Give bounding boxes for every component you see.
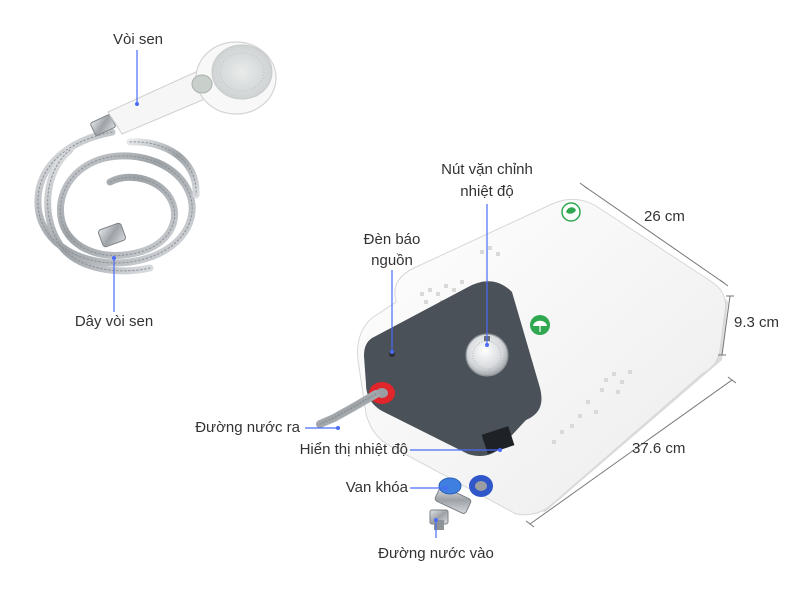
label-temp-knob-line1: Nút vặn chỉnh	[441, 161, 533, 178]
safety-umbrella-icon	[530, 315, 550, 335]
label-shower-hose: Dây vòi sen	[74, 313, 154, 330]
label-power-light-line2: nguồn	[371, 252, 413, 269]
depth-dimension-line	[721, 295, 731, 356]
leader-lines	[113, 50, 500, 538]
hot-water-outlet	[316, 382, 395, 428]
label-water-in: Đường nước vào	[378, 545, 494, 562]
eco-badge-icon	[561, 202, 581, 222]
leader-dots	[112, 102, 502, 522]
label-valve: Van khóa	[345, 479, 408, 496]
decorative-pattern	[420, 246, 632, 444]
water-heater-icon	[316, 198, 728, 530]
dimension-lines	[525, 182, 737, 528]
width-dimension-line	[583, 185, 725, 284]
label-shower-head: Vòi sen	[112, 31, 164, 48]
length-dimension-line	[529, 379, 733, 525]
dimension-length-label: 37.6 cm	[632, 440, 686, 457]
label-temp-knob-line2: nhiệt độ	[460, 183, 514, 200]
shutoff-valve-icon[interactable]	[429, 477, 472, 530]
shower-hose-icon	[34, 114, 200, 275]
temperature-display	[481, 426, 515, 454]
dimension-width-label: 26 cm	[644, 208, 685, 225]
dimension-depth-label: 9.3 cm	[734, 314, 780, 331]
label-water-out: Đường nước ra	[195, 419, 300, 436]
label-power-light-line1: Đèn báo	[363, 231, 421, 248]
shower-head-icon	[107, 41, 277, 135]
label-temp-display: Hiển thị nhiệt độ	[299, 441, 408, 458]
cold-water-inlet	[469, 475, 493, 497]
